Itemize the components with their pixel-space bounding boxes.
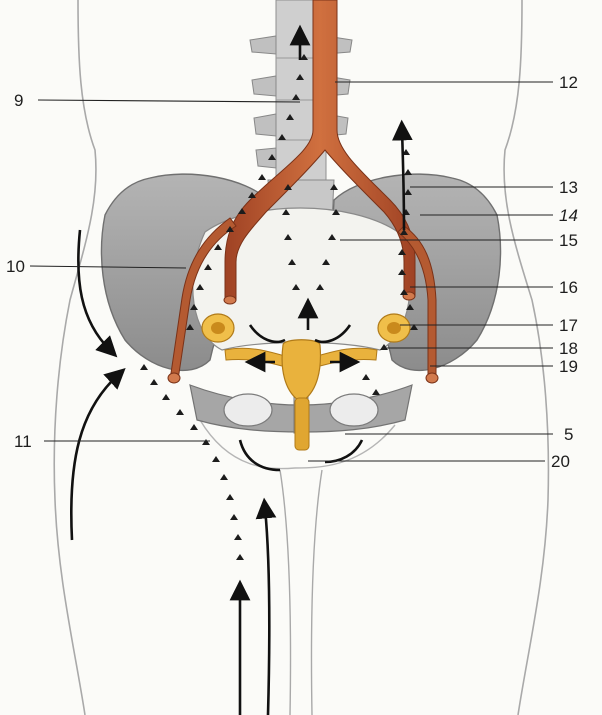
label-19: 19 <box>559 357 578 376</box>
label-14: 14 <box>559 206 578 225</box>
label-18: 18 <box>559 339 578 358</box>
flow-arrows <box>71 35 404 715</box>
label-12: 12 <box>559 73 578 92</box>
label-9: 9 <box>14 91 23 110</box>
label-16: 16 <box>559 278 578 297</box>
label-10: 10 <box>6 257 25 276</box>
label-13: 13 <box>559 178 578 197</box>
label-17: 17 <box>559 316 578 335</box>
label-20: 20 <box>551 452 570 471</box>
label-5: 5 <box>564 425 573 444</box>
label-11: 11 <box>14 432 32 451</box>
label-15: 15 <box>559 231 578 250</box>
